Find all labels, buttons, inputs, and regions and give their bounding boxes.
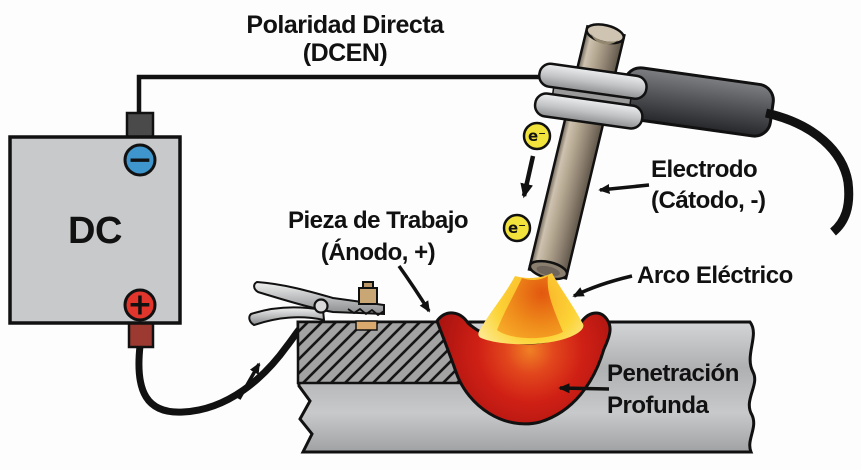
negative-terminal-symbol: − xyxy=(127,143,152,178)
dc-power-source: − + DC xyxy=(8,111,182,349)
positive-terminal-symbol: + xyxy=(127,288,152,323)
workpiece-pointer-arrow-icon xyxy=(397,264,431,313)
positive-cable-connector xyxy=(127,320,155,349)
electron-symbol: e⁻ xyxy=(528,127,546,145)
clamp-lower-arm xyxy=(248,306,326,327)
clamp-upper-arm xyxy=(253,280,385,316)
holder-handle xyxy=(620,66,775,138)
negative-terminal-icon xyxy=(123,143,157,177)
diagram-title: Polaridad Directa (DCEN) xyxy=(246,11,445,67)
arc-label-text: Arco Eléctrico xyxy=(637,262,793,289)
arc-pointer-arrow-icon xyxy=(572,274,633,298)
electrode-holder xyxy=(533,62,854,236)
electric-arc xyxy=(478,273,584,345)
title-line2: (DCEN) xyxy=(303,39,388,67)
clamp-pivot xyxy=(313,298,329,314)
arc-inner-flame xyxy=(497,276,563,339)
electrode-label-line2: (Cátodo, -) xyxy=(651,187,765,214)
workpiece-label-line2: (Ánodo, +) xyxy=(321,238,435,266)
arc-label: Arco Eléctrico xyxy=(572,262,793,298)
electron-flow: e⁻ e⁻ xyxy=(502,121,552,243)
penetration-label: Penetración Profunda xyxy=(558,360,739,419)
workpiece-label: Pieza de Trabajo (Ánodo, +) xyxy=(288,207,469,313)
ground-clamp xyxy=(248,280,385,331)
electron-icon xyxy=(522,121,552,151)
electrode-label: Electrodo (Cátodo, -) xyxy=(598,156,766,214)
positive-terminal-icon xyxy=(123,288,157,322)
electrode-rod-body xyxy=(527,24,626,280)
clamp-bolt xyxy=(358,287,378,305)
power-source-label: DC xyxy=(68,210,122,252)
holder-cable xyxy=(764,108,854,236)
penetration-label-line2: Profunda xyxy=(607,392,709,419)
clamp-jaw-teeth xyxy=(347,307,385,317)
current-direction-arrow-icon xyxy=(237,362,261,400)
work-cable-wire xyxy=(135,320,308,416)
holder-upper-jaw xyxy=(537,62,648,101)
electron-symbol: e⁻ xyxy=(508,219,526,237)
electrode-pointer-arrow-icon xyxy=(598,183,650,195)
holder-lower-jaw xyxy=(533,92,644,130)
electron-icon xyxy=(502,213,532,243)
negative-cable-connector xyxy=(125,111,155,141)
electrode-rod-tip-core xyxy=(536,265,560,277)
workpiece-label-line1: Pieza de Trabajo xyxy=(288,207,468,234)
title-line1: Polaridad Directa xyxy=(246,11,445,39)
electrode-label-line1: Electrodo xyxy=(651,156,757,183)
electrode-rod-top-shadow xyxy=(590,33,620,45)
electrode-rod xyxy=(527,23,626,281)
electrode-cable-wire xyxy=(136,74,548,116)
clamp-contact-pad xyxy=(355,320,378,331)
penetration-pointer-arrow-icon xyxy=(558,383,610,394)
electron-flow-arrow-icon xyxy=(520,155,536,199)
penetration-label-line1: Penetración xyxy=(607,360,739,387)
